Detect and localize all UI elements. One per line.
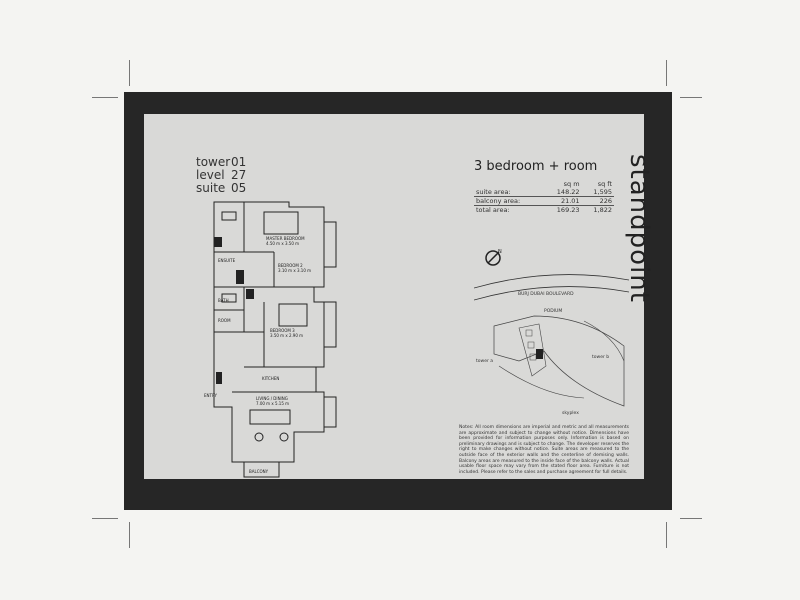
area-sqm: 21.01 — [543, 196, 582, 206]
area-sqm: 148.22 — [543, 188, 582, 197]
area-label: balcony area: — [474, 196, 544, 206]
room-living: LIVING / DINING — [256, 396, 288, 401]
room-master-dim: 4.50 m x 3.50 m — [266, 241, 299, 246]
area-sqft: 1,822 — [593, 206, 612, 214]
crop-mark — [92, 97, 118, 98]
disclaimer-text: Notes: All room dimensions are imperial … — [459, 425, 629, 475]
level-value: 27 — [231, 168, 247, 182]
entry-label: ENTRY — [204, 393, 217, 398]
area-label: suite area: — [474, 188, 544, 197]
brand-logo: standpoint — [624, 154, 654, 303]
room-kitchen: KITCHEN — [262, 376, 279, 381]
unit-type: 3 bedroom + room — [474, 159, 598, 174]
north-arrow-icon: N — [485, 249, 502, 266]
area-sqft: 1,595 — [581, 188, 614, 197]
tower-value: 01 — [231, 155, 247, 169]
boulevard-label: BURJ DUBAI BOULEVARD — [518, 291, 574, 297]
site-plan: BURJ DUBAI BOULEVARD PODIUM tower a towe… — [474, 274, 629, 416]
room-ensuite: ENSUITE — [218, 258, 236, 263]
header-sqm: sq m — [563, 180, 580, 188]
crop-mark — [680, 97, 702, 98]
level-label: level — [196, 168, 225, 182]
tower-label: tower — [196, 155, 231, 169]
floor-plan: MASTER BEDROOM 4.50 m x 3.50 m ENSUITE B… — [204, 201, 337, 478]
svg-text:N: N — [498, 249, 502, 255]
room-bed3: BEDROOM 3 — [270, 328, 295, 333]
header-sqft: sq ft — [597, 180, 612, 188]
area-sqft: 226 — [581, 196, 614, 206]
crop-mark — [680, 518, 702, 519]
crop-mark — [666, 60, 667, 86]
tower-a-label: tower a — [476, 358, 493, 364]
skyplex-label: skyplex — [562, 410, 579, 416]
tower-b-label: tower b — [592, 354, 609, 360]
room-master: MASTER BEDROOM — [266, 236, 305, 241]
area-sqm: 169.23 — [556, 206, 580, 214]
area-label: total area: — [476, 206, 510, 214]
room-bed3-dim: 3.50 m x 2.90 m — [270, 333, 303, 338]
room-bed2: BEDROOM 2 — [278, 263, 303, 268]
crop-mark — [92, 518, 118, 519]
suite-label: suite — [196, 181, 226, 195]
podium-label: PODIUM — [544, 308, 562, 314]
room-balcony: BALCONY — [249, 469, 269, 474]
suite-value: 05 — [231, 181, 247, 195]
crop-mark — [129, 60, 130, 86]
room-bed2-dim: 3.10 m x 3.10 m — [278, 268, 311, 273]
room-living-dim: 7.00 m x 5.15 m — [256, 401, 289, 406]
room-bath: BATH — [218, 298, 229, 303]
crop-mark — [129, 522, 130, 548]
crop-mark — [666, 522, 667, 548]
room-room: ROOM — [218, 318, 231, 323]
